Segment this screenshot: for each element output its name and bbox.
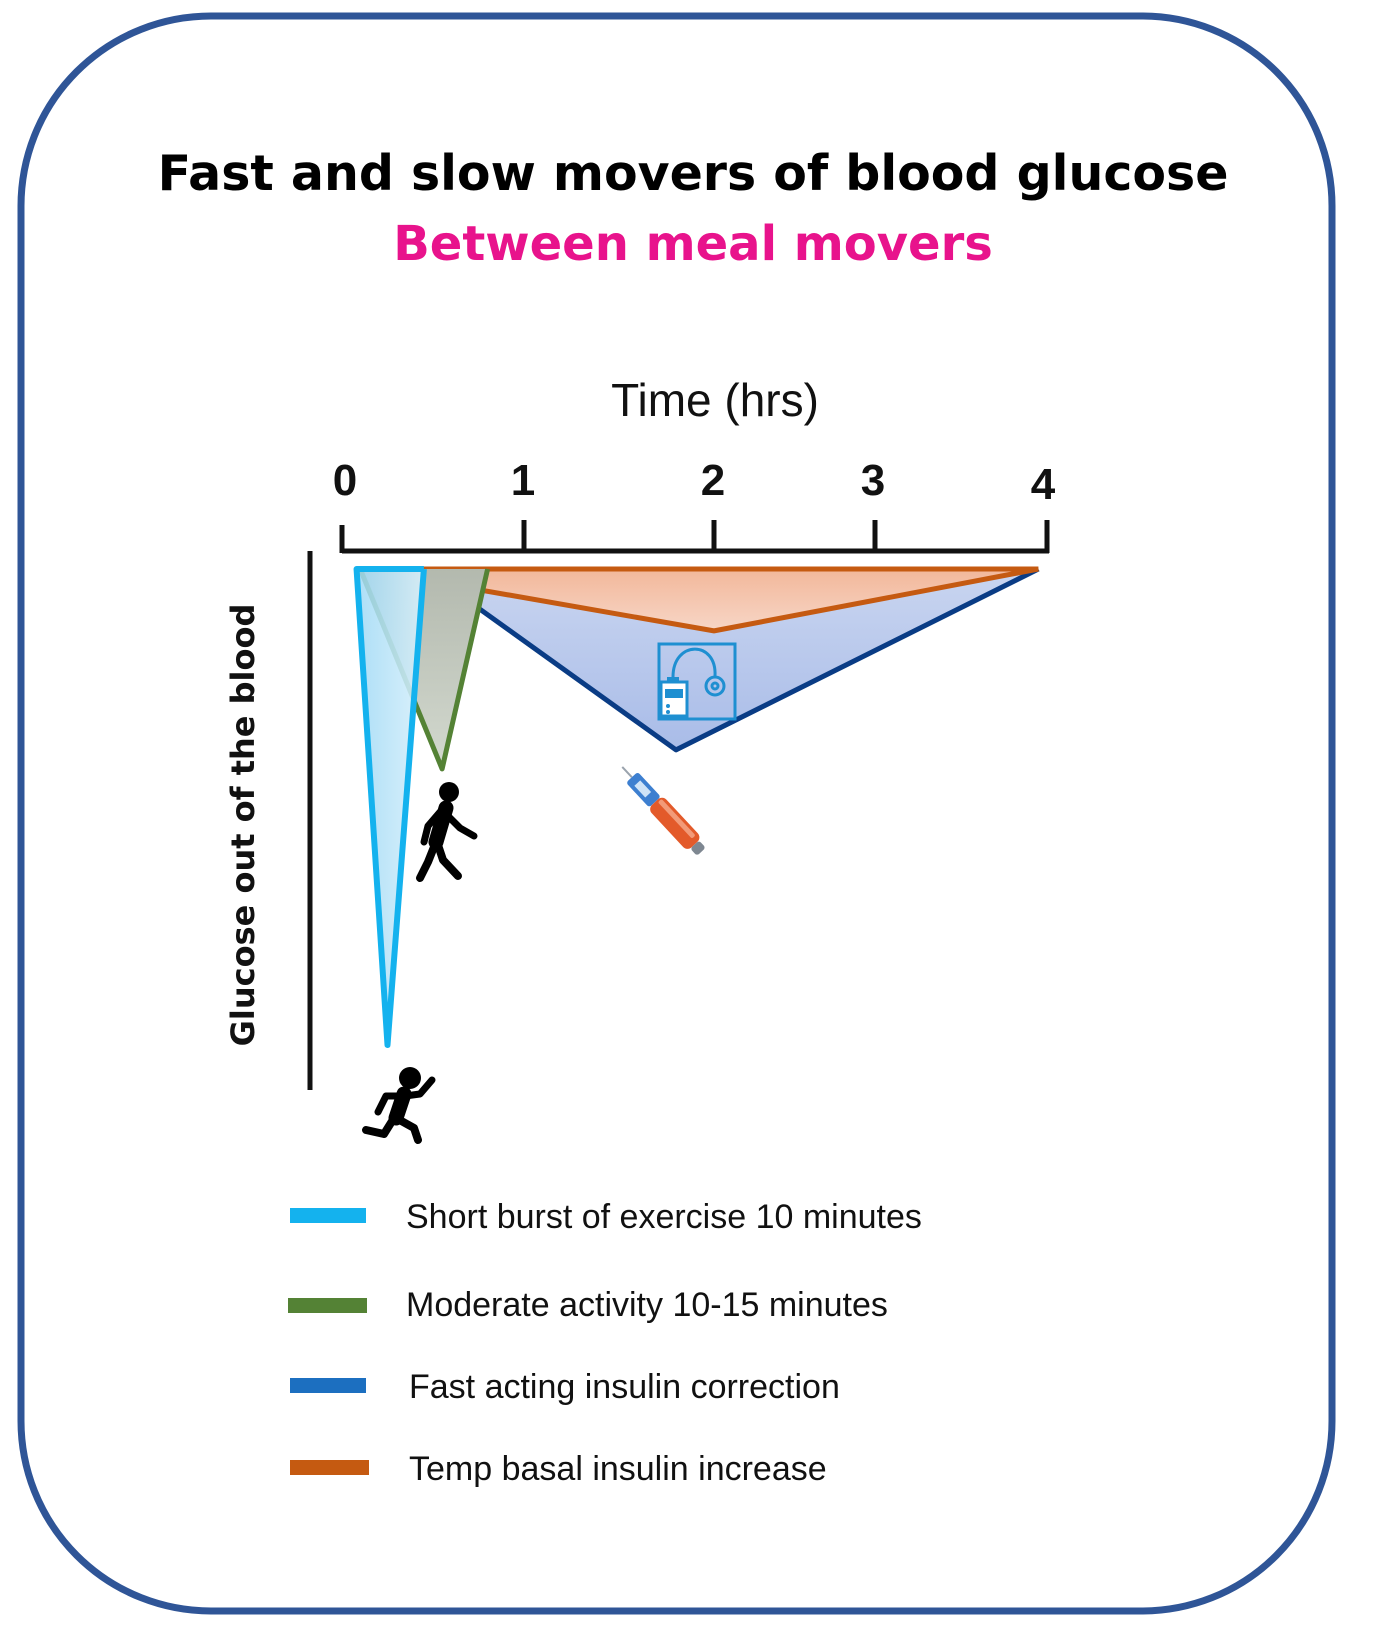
x-tick-label-4: 4 xyxy=(1031,460,1056,509)
y-axis-title: Glucose out of the blood xyxy=(224,604,262,1047)
walker-icon xyxy=(416,782,478,882)
series-short-burst-area xyxy=(356,569,424,1045)
runner-icon xyxy=(362,1067,436,1144)
insulin-pump-icon xyxy=(657,642,737,721)
legend-label-fast-insulin: Fast acting insulin correction xyxy=(409,1368,840,1406)
x-tick-label-2: 2 xyxy=(701,456,725,505)
series-fast-insulin-outline xyxy=(422,566,1040,753)
series-layer xyxy=(353,566,1040,1048)
series-temp-basal-area xyxy=(360,569,1039,631)
series-short-burst-outline xyxy=(353,566,427,1048)
legend-swatch-moderate xyxy=(288,1298,367,1313)
x-axis-title: Time (hrs) xyxy=(611,374,819,426)
x-axis xyxy=(339,520,1050,554)
series-fast-insulin-area xyxy=(423,569,1039,750)
x-tick-label-0: 0 xyxy=(333,456,357,505)
legend-label-temp-basal: Temp basal insulin increase xyxy=(409,1450,827,1488)
legend-swatch-fast-insulin xyxy=(290,1378,366,1393)
legend-swatch-temp-basal xyxy=(290,1460,369,1475)
insulin-pen-icon xyxy=(621,766,705,855)
legend-label-moderate: Moderate activity 10-15 minutes xyxy=(406,1286,888,1324)
page-subtitle: Between meal movers xyxy=(393,216,993,272)
page-title: Fast and slow movers of blood glucose xyxy=(158,145,1229,202)
legend-swatch-short-burst xyxy=(290,1208,366,1223)
legend-label-short-burst: Short burst of exercise 10 minutes xyxy=(406,1198,922,1236)
x-tick-label-1: 1 xyxy=(511,456,535,505)
x-tick-label-3: 3 xyxy=(861,456,885,505)
legend: Short burst of exercise 10 minutes Moder… xyxy=(288,1198,922,1488)
